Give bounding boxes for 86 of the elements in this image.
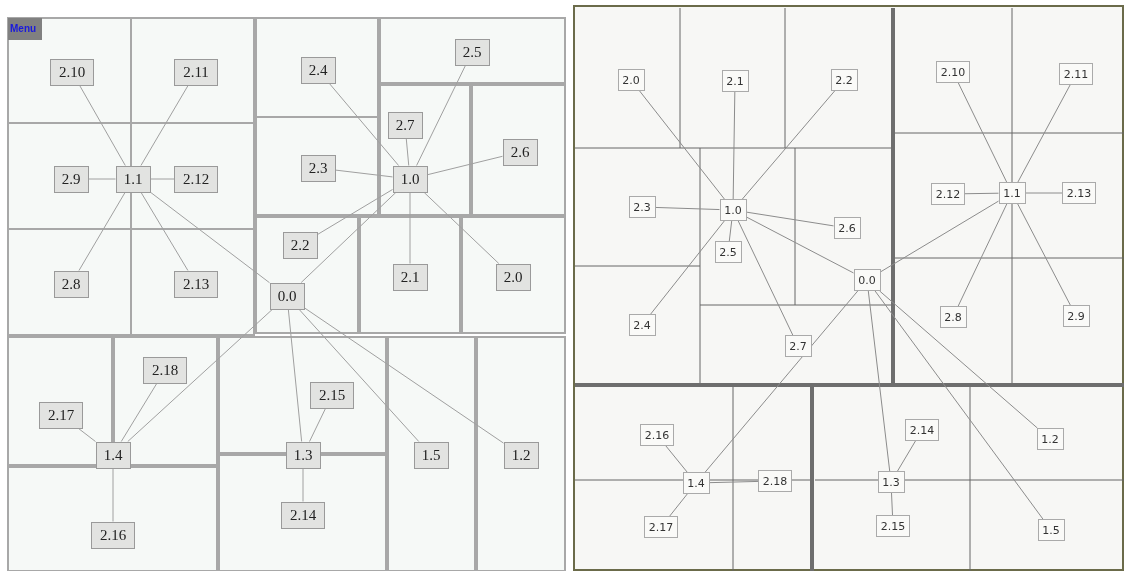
connector-line [957,203,1008,307]
connector-line [78,192,126,271]
node-box: 0.0 [853,269,881,291]
node-box: 2.14 [905,419,939,441]
connector-line [405,138,410,166]
connector-line [140,85,189,166]
connector-line [150,191,270,284]
connector-line [79,85,126,166]
node-box: 2.12 [174,165,218,193]
node-box: 2.8 [939,306,967,328]
connector-line [746,216,854,274]
node-box: 2.10 [50,58,94,86]
connector-line [709,480,759,484]
connector-line [741,90,836,200]
node-box: 2.12 [931,183,965,205]
connector-line [120,383,158,442]
connector-line [874,290,1044,520]
connector-line [897,440,916,472]
menu-button: Menu [8,18,42,40]
node-box: 2.15 [876,515,910,537]
connector-line [112,468,114,522]
connector-line [1025,192,1063,194]
node-box: 2.6 [833,217,861,239]
node-box: 1.2 [1036,428,1064,450]
connector-line [88,178,116,180]
connector-line [140,192,189,271]
node-box: 2.10 [936,61,970,83]
node-box: 2.16 [640,424,674,446]
connector-line [409,192,411,264]
node-box: 2.1 [721,70,749,92]
connector-line [127,309,273,442]
connector-line [78,428,96,443]
connector-line [427,155,503,176]
node-box: 2.3 [628,196,656,218]
node-box: 1.5 [1037,519,1065,541]
connector-line [1017,203,1071,306]
connector-line [317,189,393,235]
connector-line [669,493,688,517]
connector-line [287,309,303,442]
node-box: 2.2 [830,69,858,91]
node-box: 2.14 [281,501,325,529]
connector-line [879,290,1038,429]
connector-line [704,290,859,473]
connector-line [728,220,733,242]
node-box: 2.7 [784,335,812,357]
connector-line [964,192,999,195]
node-box: 1.3 [877,471,905,493]
connector-line [300,192,397,283]
connector-line [891,492,893,516]
connector-line [650,220,725,315]
node-box: 2.0 [617,69,645,91]
connector-line [423,192,500,264]
node-box: 2.13 [174,270,218,298]
node-box: 1.1 [998,182,1026,204]
node-box: 2.13 [1062,182,1096,204]
node-box: 2.15 [310,381,354,409]
node-box: 2.9 [1062,305,1090,327]
connector-line [665,445,688,473]
node-box: 2.17 [644,516,678,538]
connector-line [732,91,736,200]
connector-line [1017,84,1071,183]
connector-line [150,178,175,180]
connector-line [298,309,420,442]
node-box: 1.0 [719,199,747,221]
node-box: 2.17 [39,401,83,429]
node-box: 2.18 [143,356,187,384]
connector-line [655,206,720,211]
connector-line [416,65,466,166]
connector-line [867,290,891,472]
connector-line [302,468,304,502]
node-box: 2.4 [628,314,656,336]
node-box: 1.4 [682,472,710,494]
node-box: 2.18 [758,470,792,492]
connector-line [880,200,999,273]
connector-line [304,307,504,444]
node-box: 2.11 [174,58,218,86]
node-box: 2.5 [714,241,742,263]
connector-line [309,408,326,442]
node-box: 2.16 [91,521,135,549]
node-box: 2.11 [1059,63,1093,85]
connector-line [335,169,393,178]
connector-line [328,83,400,166]
connector-line [746,211,834,227]
connector-line [639,90,725,200]
connector-line [737,220,794,336]
connector-line [957,82,1008,183]
